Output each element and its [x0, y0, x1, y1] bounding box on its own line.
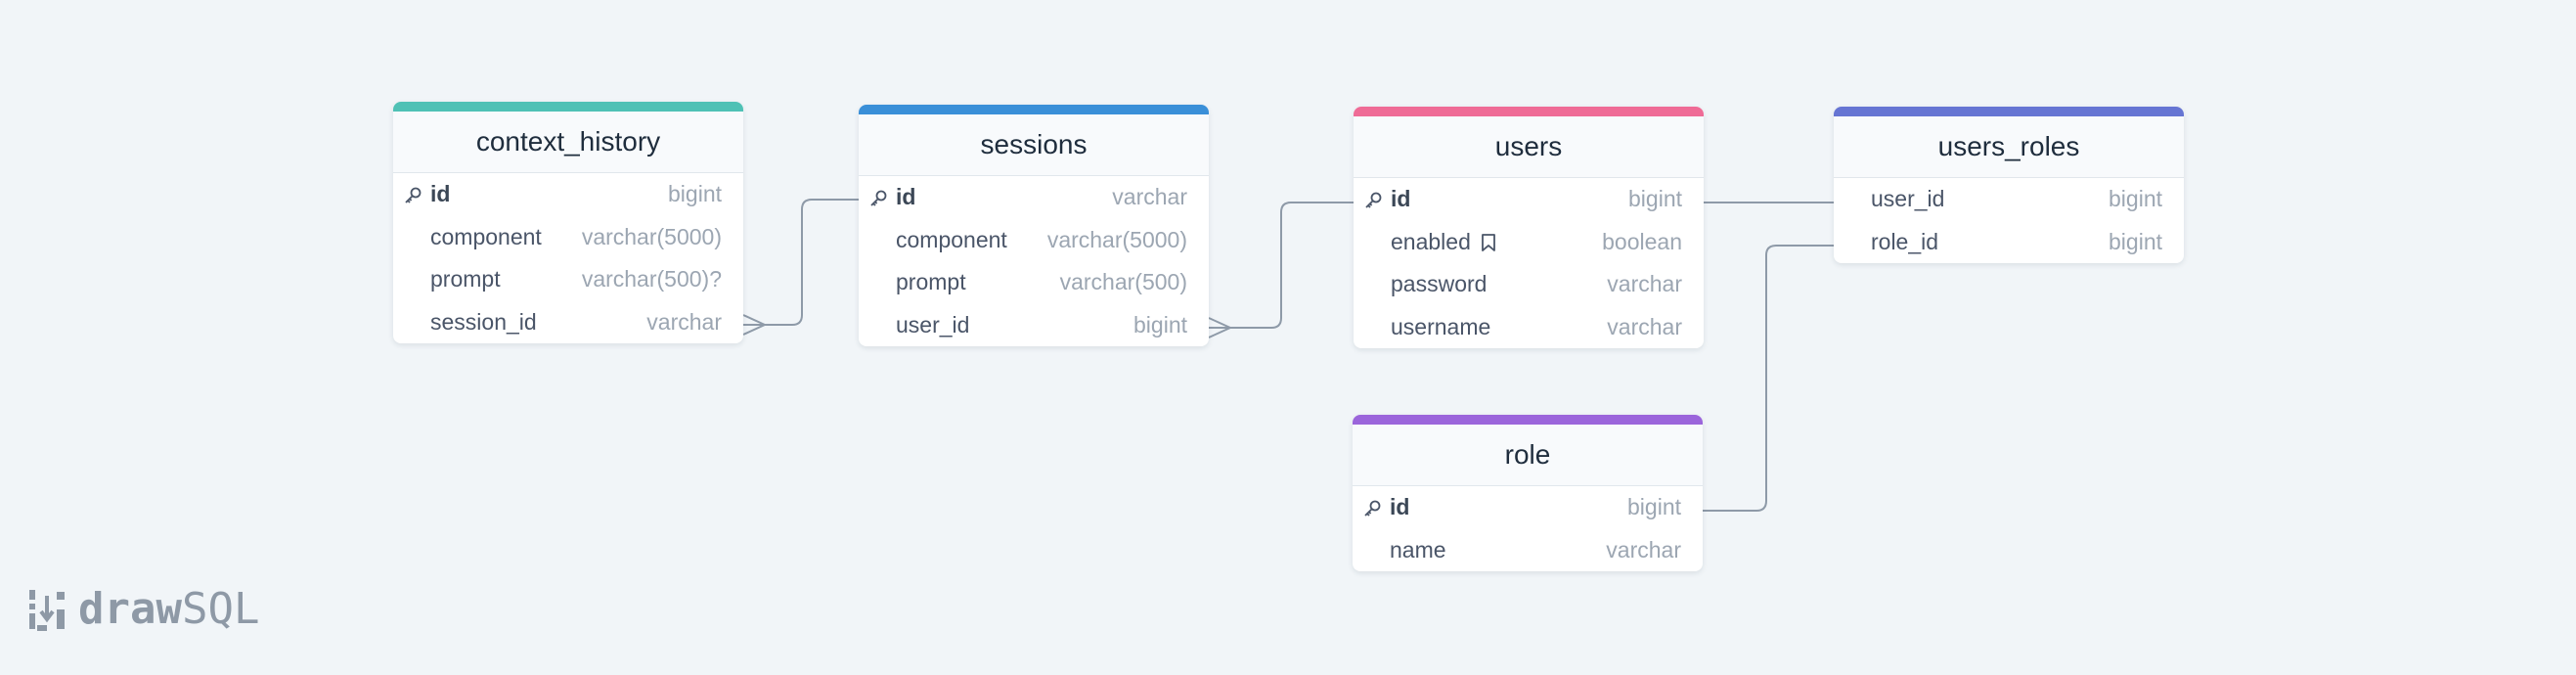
crowfoot-context_history: [742, 314, 766, 336]
column-name-text: id: [430, 181, 451, 207]
column-type: varchar(5000): [1046, 226, 1187, 252]
table-users[interactable]: users id bigint enabled boolean password varch…: [1354, 107, 1704, 348]
column-type: varchar: [1606, 536, 1681, 562]
relation-sessions-users[interactable]: [1209, 202, 1354, 329]
table-color-bar: [1834, 107, 2184, 116]
table-color-bar: [859, 105, 1209, 114]
primary-key-icon: [1362, 498, 1382, 518]
table-title: users: [1354, 116, 1704, 178]
column-name: password: [1391, 271, 1607, 297]
table-title: users_roles: [1834, 116, 2184, 178]
column-name-text: id: [1390, 494, 1410, 520]
column-name: id: [896, 184, 1112, 210]
column-name-text: user_id: [896, 311, 970, 338]
drawsql-logo-icon: [29, 589, 65, 631]
column-type: varchar: [1607, 313, 1682, 339]
column-type: bigint: [1628, 186, 1682, 212]
column-type: boolean: [1602, 228, 1682, 254]
primary-key-icon: [868, 188, 888, 207]
column-row-component[interactable]: component varchar(5000): [859, 219, 1209, 262]
table-color-bar: [393, 102, 743, 112]
table-title: sessions: [859, 114, 1209, 176]
column-type: varchar(5000): [581, 223, 722, 249]
column-name-text: prompt: [430, 266, 501, 292]
column-type: bigint: [2109, 186, 2162, 212]
primary-key-icon: [1363, 190, 1383, 209]
table-color-bar: [1354, 107, 1704, 116]
column-type: varchar: [646, 308, 722, 335]
column-row-session_id[interactable]: session_id varchar: [393, 301, 743, 344]
column-row-prompt[interactable]: prompt varchar(500): [859, 261, 1209, 304]
column-type: varchar: [1607, 271, 1682, 297]
column-name-text: enabled: [1391, 228, 1471, 254]
column-name: id: [1391, 186, 1628, 212]
logo-sql-text: SQL: [181, 584, 260, 634]
column-name: user_id: [1871, 186, 2109, 212]
column-type: varchar(500)?: [581, 266, 722, 292]
column-row-id[interactable]: id bigint: [1353, 486, 1703, 529]
column-type: varchar(500): [1059, 269, 1187, 295]
column-name-text: username: [1391, 313, 1491, 339]
column-name-text: name: [1390, 536, 1446, 562]
column-type: bigint: [2109, 228, 2162, 254]
column-name: component: [896, 227, 1047, 253]
column-name: session_id: [430, 309, 646, 336]
column-name: component: [430, 224, 582, 250]
column-row-password[interactable]: password varchar: [1354, 263, 1704, 306]
column-row-id[interactable]: id bigint: [1354, 178, 1704, 221]
column-name-text: id: [896, 184, 916, 210]
column-name-text: component: [896, 226, 1007, 252]
column-row-user_id[interactable]: user_id bigint: [859, 304, 1209, 347]
logo-draw-text: draw: [78, 584, 182, 634]
table-title: role: [1353, 425, 1703, 486]
column-name-text: password: [1391, 271, 1488, 297]
column-row-prompt[interactable]: prompt varchar(500)?: [393, 258, 743, 301]
column-name: role_id: [1871, 229, 2109, 255]
column-name-text: component: [430, 223, 542, 249]
column-name-text: id: [1391, 186, 1411, 212]
column-name: enabled: [1391, 229, 1602, 255]
column-name-text: role_id: [1871, 228, 1939, 254]
column-name: id: [1390, 494, 1627, 520]
table-title: context_history: [393, 112, 743, 173]
column-type: bigint: [1133, 311, 1187, 338]
table-role[interactable]: role id bigint name varchar: [1353, 415, 1703, 571]
column-row-role_id[interactable]: role_id bigint: [1834, 221, 2184, 264]
column-row-user_id[interactable]: user_id bigint: [1834, 178, 2184, 221]
column-type: varchar: [1112, 184, 1187, 210]
column-name-text: user_id: [1871, 186, 1945, 212]
column-name: prompt: [896, 269, 1060, 295]
relation-role-users_roles[interactable]: [1703, 245, 1834, 512]
primary-key-icon: [403, 185, 422, 204]
column-row-component[interactable]: component varchar(5000): [393, 216, 743, 259]
column-name: name: [1390, 537, 1606, 563]
column-type: bigint: [1627, 494, 1681, 520]
column-row-id[interactable]: id varchar: [859, 176, 1209, 219]
relation-context_history-sessions[interactable]: [743, 199, 859, 326]
column-name-text: prompt: [896, 269, 966, 295]
column-row-id[interactable]: id bigint: [393, 173, 743, 216]
column-name: id: [430, 181, 668, 207]
bookmark-icon: [1481, 232, 1496, 252]
table-color-bar: [1353, 415, 1703, 425]
column-name: username: [1391, 314, 1607, 340]
column-name: prompt: [430, 266, 582, 292]
column-row-name[interactable]: name varchar: [1353, 529, 1703, 572]
column-name: user_id: [896, 312, 1133, 338]
table-sessions[interactable]: sessions id varchar component varchar(5000) p…: [859, 105, 1209, 346]
column-row-username[interactable]: username varchar: [1354, 306, 1704, 349]
column-type: bigint: [668, 181, 722, 207]
column-name-text: session_id: [430, 308, 537, 335]
column-row-enabled[interactable]: enabled boolean: [1354, 221, 1704, 264]
crowfoot-sessions: [1208, 317, 1231, 338]
